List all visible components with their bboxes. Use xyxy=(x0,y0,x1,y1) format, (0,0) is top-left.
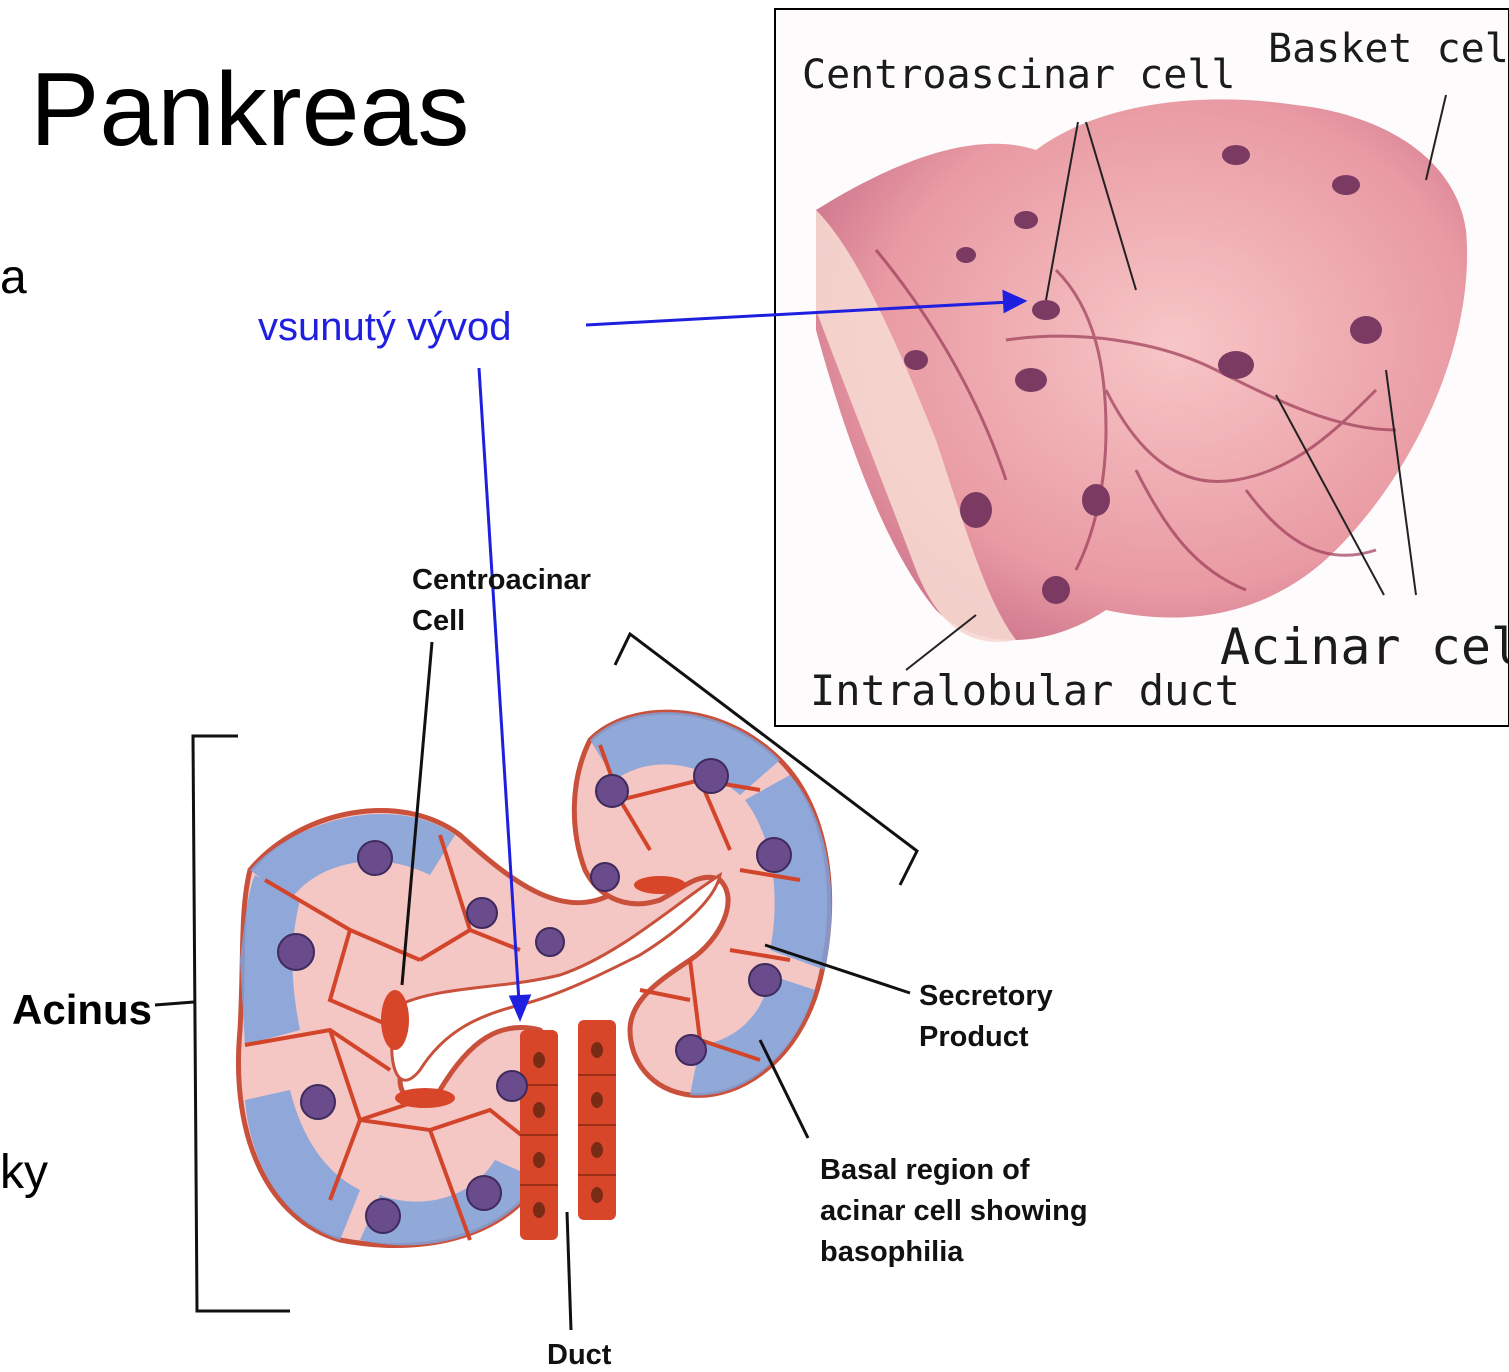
label-centroacinar-line1: Centroacinar xyxy=(412,563,591,597)
label-basal-line1: Basal region of xyxy=(820,1153,1030,1187)
insertion-duct-annotation: vsunutý vývod xyxy=(258,305,511,350)
label-basal-line3: basophilia xyxy=(820,1235,963,1269)
label-secretory-line2: Product xyxy=(919,1020,1029,1054)
label-secretory-line1: Secretory xyxy=(919,979,1053,1013)
duct xyxy=(520,1020,616,1240)
label-acinus: Acinus xyxy=(12,986,152,1034)
label-centroacinar-line2: Cell xyxy=(412,604,465,638)
label-duct: Duct xyxy=(547,1338,611,1372)
label-basal-line2: acinar cell showing xyxy=(820,1194,1088,1228)
